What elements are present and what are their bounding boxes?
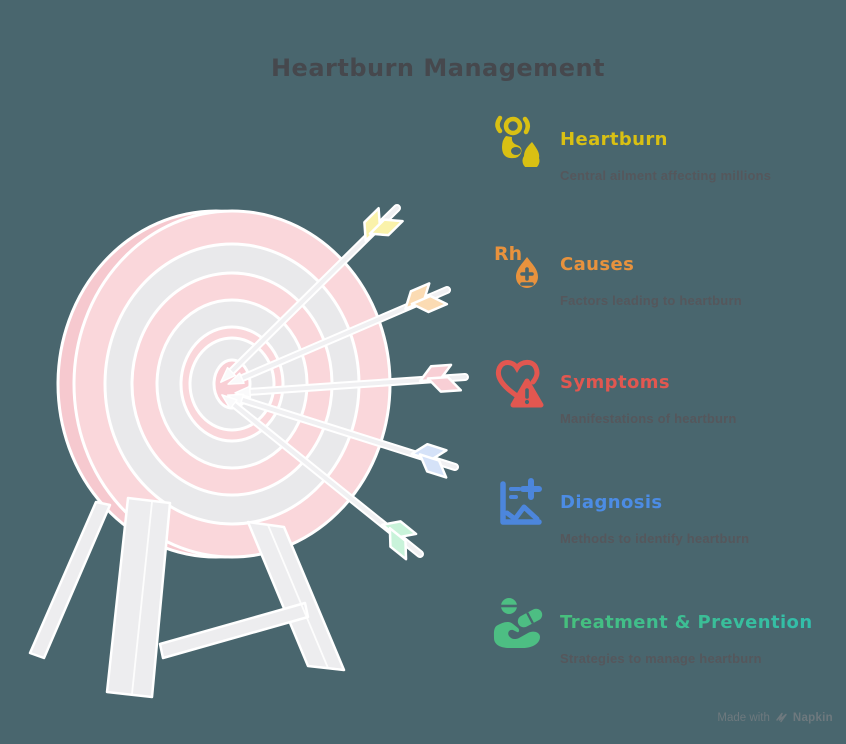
- easel-right-leg: [246, 520, 346, 672]
- easel-back-leg: [28, 500, 112, 660]
- item-description: Manifestations of heartburn: [560, 411, 737, 426]
- item-description: Central ailment affecting millions: [560, 168, 772, 183]
- fletching: [404, 282, 449, 314]
- arrow-symptoms: [234, 363, 469, 399]
- arrows: [220, 204, 469, 561]
- list-item-diagnosis: Diagnosis Methods to identify heartburn: [492, 476, 846, 547]
- fletching: [410, 442, 448, 479]
- item-label: Symptoms: [560, 372, 670, 393]
- arrowhead: [221, 394, 238, 410]
- list-item-heartburn: Heartburn Central ailment affecting mill…: [492, 113, 846, 184]
- arrow-treatment: [221, 394, 424, 561]
- arrowhead: [220, 366, 237, 383]
- fletching: [381, 520, 418, 561]
- item-description: Factors leading to heartburn: [560, 293, 742, 308]
- svg-text:Rh: Rh: [494, 243, 522, 265]
- item-label: Causes: [560, 254, 635, 275]
- rh-blood-drop-icon: Rh: [492, 238, 546, 292]
- item-description: Methods to identify heartburn: [560, 531, 750, 546]
- list-item-treatment: Treatment & Prevention Strategies to man…: [492, 596, 846, 667]
- heartburn-person-icon: [492, 113, 546, 167]
- fletching: [363, 207, 404, 242]
- arrow-diagnosis: [226, 393, 459, 479]
- list-item-symptoms: Symptoms Manifestations of heartburn: [492, 356, 846, 427]
- arrow-causes: [227, 282, 451, 385]
- easel-crossbar: [158, 601, 310, 660]
- item-label: Heartburn: [560, 129, 668, 150]
- watermark-brand: Napkin: [792, 711, 833, 724]
- made-with-napkin-watermark: Made with Napkin: [717, 711, 833, 724]
- fletching: [418, 363, 463, 393]
- item-label: Treatment & Prevention: [560, 611, 846, 634]
- arrow-heartburn: [220, 204, 404, 383]
- heart-warning-icon: [492, 356, 546, 410]
- arrowhead: [227, 372, 245, 385]
- item-description: Strategies to manage heartburn: [560, 651, 762, 666]
- napkin-logo-icon: [776, 712, 787, 723]
- hand-medication-icon: [492, 596, 546, 650]
- page-title: Heartburn Management: [270, 54, 606, 82]
- medical-chart-icon: [492, 476, 546, 530]
- watermark-prefix: Made with: [717, 711, 770, 724]
- list-item-causes: Rh Causes Factors leading to heartburn: [492, 238, 846, 309]
- easel-stand: [28, 496, 346, 699]
- item-label: Diagnosis: [560, 492, 663, 513]
- easel-left-leg: [105, 496, 172, 699]
